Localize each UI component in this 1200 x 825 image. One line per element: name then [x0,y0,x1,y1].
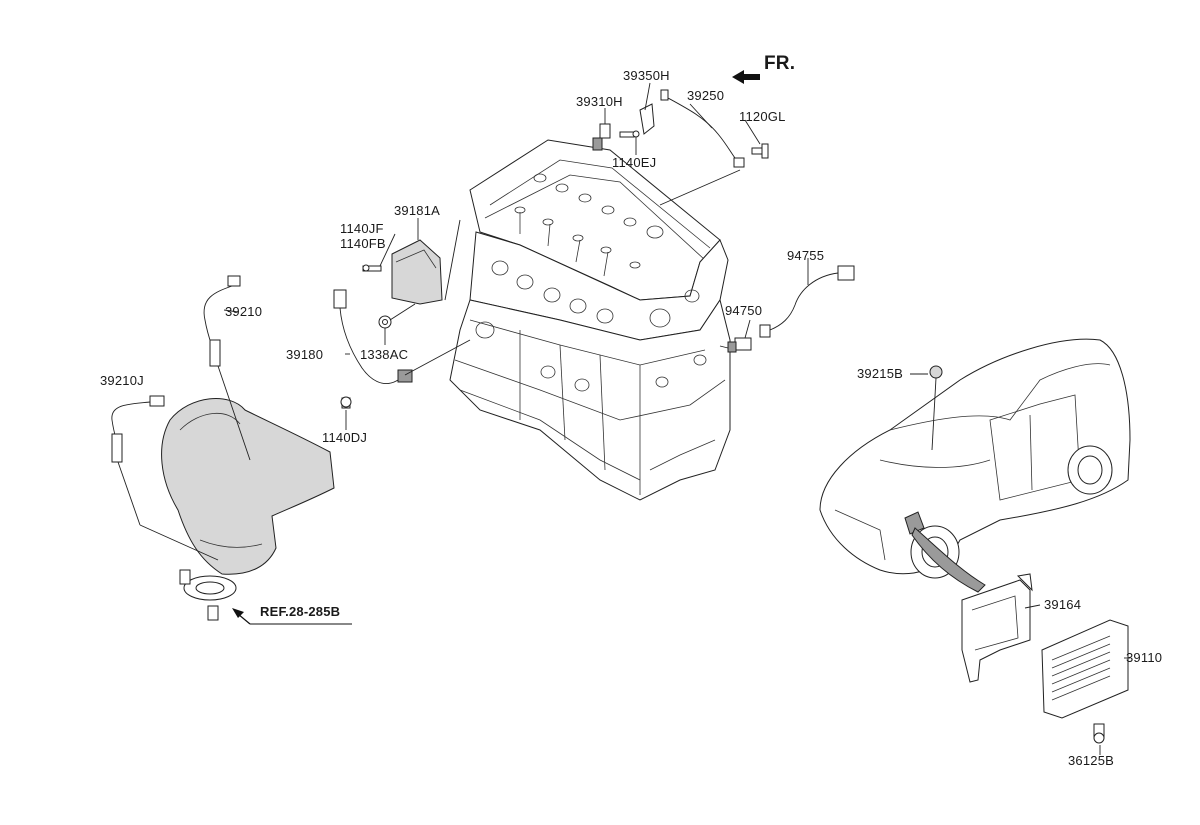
front-direction-arrow-icon [732,70,760,84]
bolt-1120gl [751,143,769,159]
part-label-1338ac: 1338AC [360,347,409,362]
part-label-39250: 39250 [687,88,725,103]
part-label-36125b: 36125B [1068,753,1115,768]
part-label-39350h: 39350H [623,68,670,83]
bolt-36125b [1093,723,1105,744]
part-label-39215b: 39215B [857,366,904,381]
engine-assembly [449,139,731,501]
bolt-1140ej [619,130,640,138]
part-label-1140jf: 1140JF [340,221,384,236]
part-label-39210j: 39210J [100,373,144,388]
harness-94755 [759,265,855,338]
part-label-39310h: 39310H [576,94,623,109]
part-label-1140dj: 1140DJ [322,430,368,445]
ckp-sensor-39180 [333,289,413,384]
bolt-1140dj [340,396,352,409]
part-label-39180: 39180 [286,347,324,362]
ecu-39110 [1041,619,1129,719]
part-label-39110: 39110 [1126,650,1163,665]
part-label-1140fb: 1140FB [340,236,386,251]
exhaust-manifold [161,398,335,621]
heat-shield-39181a [391,239,443,305]
ref-arrow-icon [232,608,352,625]
leader-lines [117,82,1130,755]
bracket-39350h [639,103,655,135]
part-label-39181a: 39181A [394,203,441,218]
part-label-1140ej: 1140EJ [612,155,657,170]
part-label-94750: 94750 [725,303,763,318]
part-label-1120gl: 1120GL [739,109,786,124]
sensor-cable-39250 [660,89,745,168]
bolt-1140jf [362,264,382,272]
o2-sensor-39210j [111,395,165,463]
reference-label: REF.28-285B [260,604,341,619]
front-direction-label: FR. [764,53,796,74]
part-label-39210: 39210 [225,304,263,319]
ecu-bracket-39164 [961,573,1033,683]
nut-1338ac [378,315,392,329]
knock-sensor-94750 [727,337,752,353]
o2-sensor-39210 [203,275,241,367]
vehicle-illustration [819,338,1131,593]
part-label-94755: 94755 [787,248,825,263]
cam-sensor-39310h [592,123,611,151]
part-label-39164: 39164 [1044,597,1082,612]
